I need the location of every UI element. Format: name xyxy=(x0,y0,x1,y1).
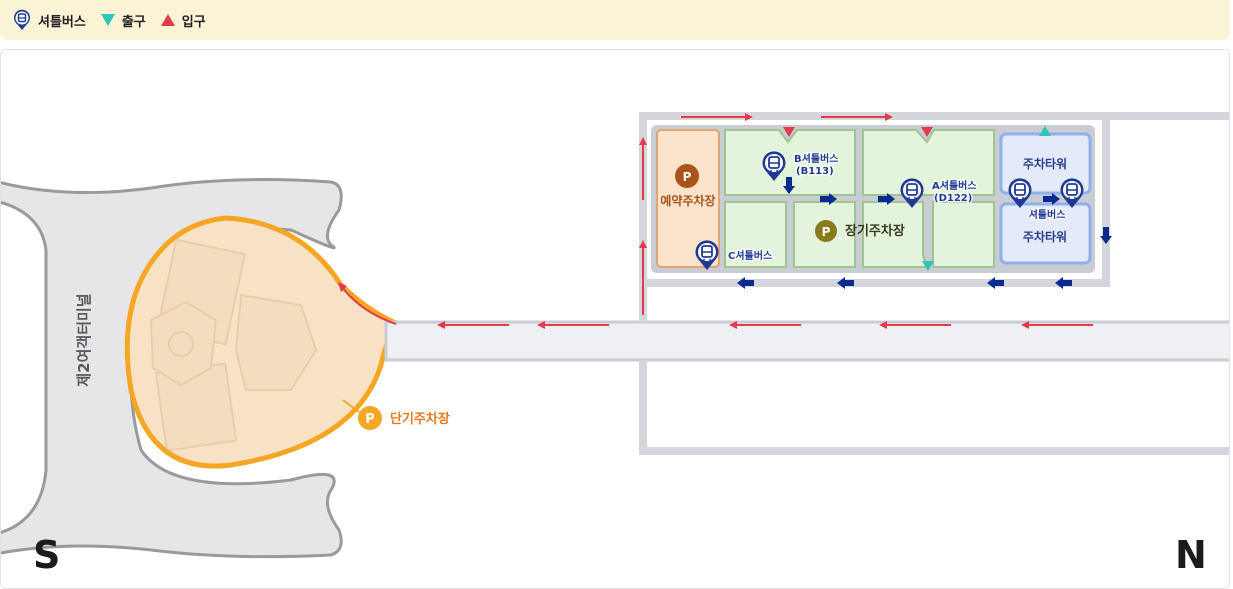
reserved-parking-lot[interactable] xyxy=(656,129,720,268)
main-road xyxy=(384,112,1229,455)
compass-north: N xyxy=(1175,533,1207,577)
entrance-exit-markers xyxy=(783,126,1051,271)
reserved-parking-label: 예약주차장 xyxy=(660,193,715,208)
entrance-marker xyxy=(783,127,795,137)
legend-shuttle: 셔틀버스 xyxy=(12,9,86,31)
legend-entrance-label: 입구 xyxy=(181,14,206,30)
parking-tower-lower-label: 주차타워 xyxy=(1023,229,1067,244)
shuttle-c-label: C셔틀버스 xyxy=(728,249,772,262)
shuttle-b-code: (B113) xyxy=(796,166,834,177)
legend-shuttle-label: 셔틀버스 xyxy=(38,14,86,30)
short-term-p-symbol: P xyxy=(365,412,375,427)
exit-triangle-icon xyxy=(100,14,115,26)
shuttle-a-label: A셔틀버스 xyxy=(932,179,977,192)
short-term-parking-label: 단기주차장 xyxy=(390,411,450,427)
terminal-label: 제2여객터미널 xyxy=(75,293,93,386)
shuttle-stop-a[interactable]: A셔틀버스 (D122) xyxy=(899,177,978,209)
entrance-marker xyxy=(921,127,933,137)
entrance-triangle-icon xyxy=(160,14,175,26)
legend-exit-label: 출구 xyxy=(121,14,146,30)
parking-tower-lower[interactable] xyxy=(999,202,1092,265)
shuttle-tower-label: 셔틀버스 xyxy=(1029,208,1066,221)
long-term-p-symbol: P xyxy=(822,225,831,239)
map-canvas: 제2여객터미널 P 단기주차장 xyxy=(1,112,1229,559)
exit-marker xyxy=(1039,126,1051,136)
shuttle-stop-tower[interactable]: 셔틀버스 xyxy=(1007,177,1085,222)
map-legend: 셔틀버스 출구 입구 xyxy=(0,0,1230,40)
parking-tower-upper-label: 주차타워 xyxy=(1023,156,1067,171)
legend-exit: 출구 xyxy=(100,11,146,30)
shuttle-a-code: (D122) xyxy=(934,193,972,204)
exit-marker xyxy=(922,261,934,271)
shuttle-bus-icon xyxy=(14,9,31,30)
shuttle-stop-c[interactable]: C셔틀버스 xyxy=(694,239,773,271)
short-term-parking-area[interactable]: P 단기주차장 xyxy=(124,215,450,469)
shuttle-stop-b[interactable]: B셔틀버스 (B113) xyxy=(761,150,840,182)
reserved-p-symbol: P xyxy=(683,170,692,184)
long-term-parking-block[interactable]: P 예약주차장 P 장기주차장 주차타워 주차타워 xyxy=(651,125,1095,273)
long-term-parking-label: 장기주차장 xyxy=(845,223,905,239)
parking-map[interactable]: 제2여객터미널 P 단기주차장 xyxy=(0,49,1230,589)
entrance-flow-arrows xyxy=(338,112,1094,330)
legend-entrance: 입구 xyxy=(160,11,206,30)
shuttle-b-label: B셔틀버스 xyxy=(794,152,838,165)
compass-south: S xyxy=(33,533,61,577)
short-term-parking-icon xyxy=(358,406,382,430)
